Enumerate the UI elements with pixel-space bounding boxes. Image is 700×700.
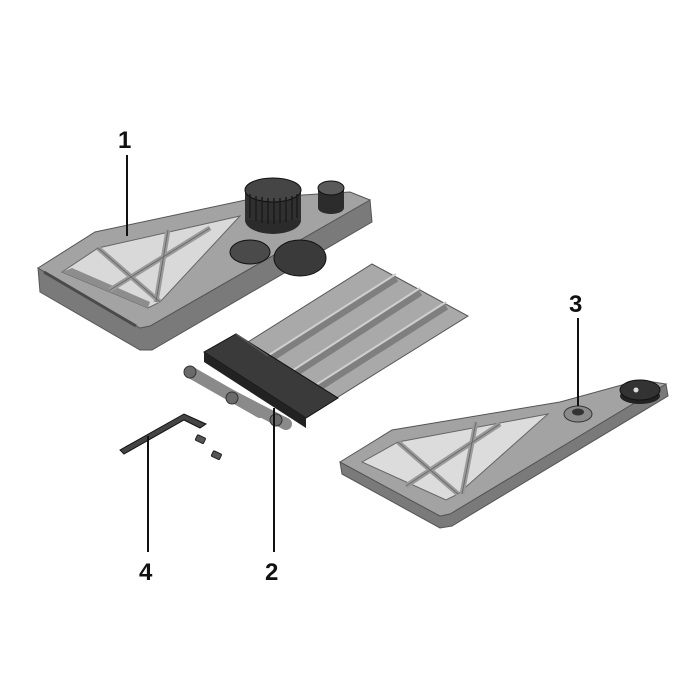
callout-labels: 1 2 3 4 <box>118 127 582 586</box>
callout-1: 1 <box>118 127 131 154</box>
small-knob-icon <box>317 180 345 214</box>
part-4-hex-key <box>119 413 208 455</box>
part-2-rail-plate <box>183 263 469 430</box>
part-3-pivot-frame <box>339 379 669 529</box>
pivot-boss-icon <box>563 405 593 423</box>
knurled-knob-icon <box>244 177 302 234</box>
callout-2: 2 <box>265 559 278 586</box>
part-1-gear-assembly <box>229 177 345 277</box>
leader-lines <box>126 155 579 552</box>
callout-3: 3 <box>569 291 582 318</box>
set-screw-icon <box>194 434 222 461</box>
end-knob-icon <box>619 379 661 404</box>
callout-4: 4 <box>139 559 153 586</box>
